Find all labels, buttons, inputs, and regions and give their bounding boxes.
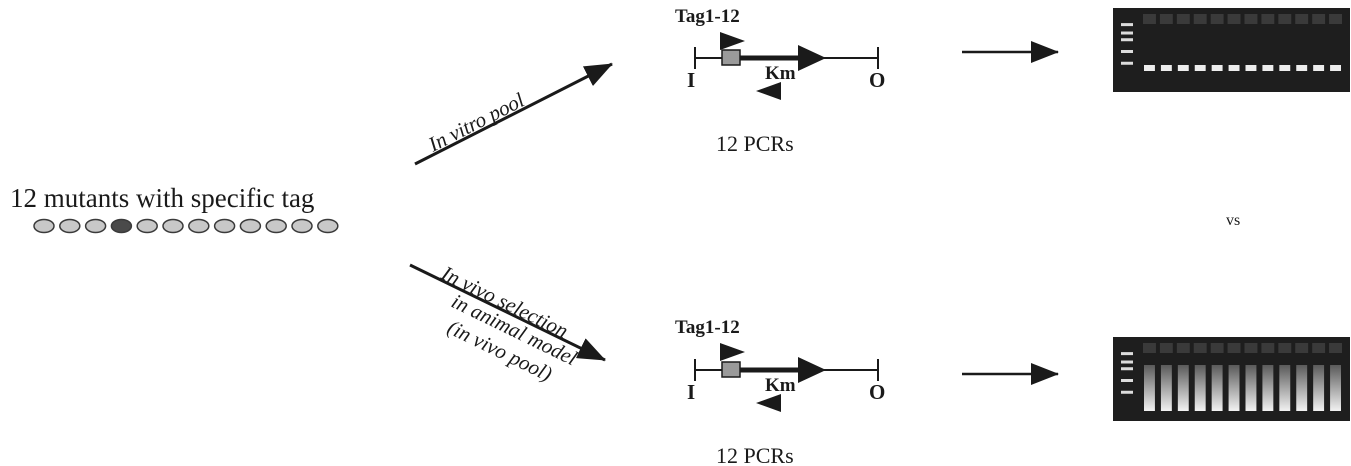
gel-band [1313,65,1325,71]
gel-band [1330,365,1341,411]
ladder-band [1121,352,1133,356]
mutant-oval [188,218,210,234]
comparison-label: vs [1226,212,1240,229]
marker-label: Km [765,375,796,396]
reverse-primer-icon [756,394,781,412]
gel-band [1160,365,1172,411]
mutant-oval [239,218,262,234]
gel-well [1295,14,1309,24]
gel-band [1279,65,1291,71]
mutant-oval [317,218,339,234]
gel-well [1159,14,1173,24]
ladder-band [1121,23,1133,27]
pcr-label: 12 PCRs [716,443,794,466]
source-label: 12 mutants with specific tag [10,183,314,213]
mutant-oval [59,218,81,234]
gel-well [1312,14,1326,24]
tag-box [721,49,741,66]
ladder-band [1121,61,1133,65]
gel-band [1262,365,1274,411]
km-arrow-icon [798,45,826,71]
mutant-ovals [33,218,339,234]
gel-band [1177,65,1189,71]
in-vitro-label: In vitro pool [423,88,528,157]
mutant-oval [33,218,55,234]
gel-well [1143,343,1156,353]
ladder-band [1121,50,1133,53]
ladder-band [1121,31,1133,35]
gel-well [1176,343,1190,353]
gel-well [1227,14,1241,24]
gel-band [1296,365,1308,411]
mutant-oval [213,218,236,234]
gel-band [1177,365,1189,411]
ladder-band [1121,390,1133,394]
reverse-primer-icon [756,82,781,100]
gel-band [1144,365,1155,411]
gel-well [1210,343,1224,353]
start-label: I [687,68,695,92]
gel-well [1329,343,1342,353]
tag-label: Tag1-12 [675,317,740,338]
end-label: O [869,380,885,404]
gel-band [1228,65,1240,71]
gel-well [1193,14,1207,24]
gel-well [1278,14,1292,24]
mutant-oval [136,218,158,234]
gel-image-bottom [1113,337,1350,421]
end-label: O [869,68,885,92]
gel-well [1227,343,1241,353]
gel-well [1261,343,1275,353]
mutant-oval [265,218,287,234]
construct-top: Tag1-12 Km I O 12 PCRs [675,6,885,156]
gel-band [1262,65,1274,71]
gel-band [1245,65,1257,71]
gel-band [1228,365,1240,411]
gel-well [1176,14,1190,24]
gel-band [1296,65,1308,71]
gel-well [1244,343,1258,353]
gel-band [1144,65,1155,71]
gel-band [1194,65,1206,71]
gel-well [1278,343,1292,353]
gel-band [1313,365,1325,411]
forward-primer-icon [720,32,745,50]
tag-label: Tag1-12 [675,6,740,27]
ladder-band [1121,38,1133,42]
mutant-oval [162,218,184,234]
km-arrow-icon [798,357,826,383]
mutant-oval [84,218,107,234]
gel-well [1261,14,1275,24]
construct-bottom: Tag1-12 Km I O 12 PCRs [675,317,885,466]
gel-well [1193,343,1207,353]
tag-box [721,361,741,378]
gel-band [1194,365,1206,411]
ladder-band [1121,367,1133,371]
ladder-band [1121,360,1133,364]
mutant-oval-highlighted [110,218,133,234]
gel-well [1143,14,1156,24]
gel-well [1210,14,1224,24]
gel-well [1159,343,1173,353]
gel-well [1244,14,1258,24]
mutant-oval [291,218,313,234]
start-label: I [687,380,695,404]
gel-band [1330,65,1341,71]
gel-band [1211,65,1223,71]
gel-well [1295,343,1309,353]
gel-image-top [1113,8,1350,92]
ladder-band [1121,379,1133,382]
gel-band [1279,365,1291,411]
gel-well [1312,343,1326,353]
marker-label: Km [765,63,796,84]
forward-primer-icon [720,343,745,361]
gel-well [1329,14,1342,24]
gel-band [1245,365,1257,411]
pcr-label: 12 PCRs [716,131,794,156]
gel-band [1160,65,1172,71]
in-vitro-arrow [414,62,613,166]
gel-band [1211,365,1223,411]
in-vivo-arrow [409,263,606,362]
